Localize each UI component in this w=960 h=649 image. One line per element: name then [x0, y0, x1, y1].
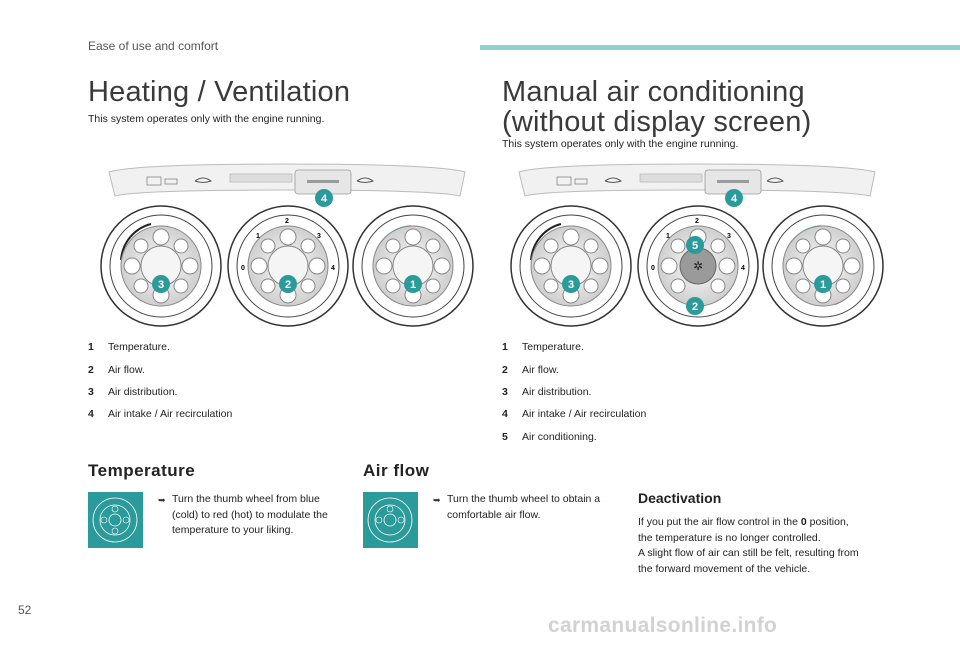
airflow-scale-1: 1	[256, 233, 260, 240]
airflow-scale-1: 1	[666, 233, 670, 240]
callout-2: 2	[285, 279, 291, 291]
ac-panel-diagram: 4 3 ✲ 5 2 0 1 2 3 4	[510, 163, 884, 327]
distribution-knob	[100, 205, 222, 327]
bullet-arrow-icon: ➥	[433, 495, 441, 505]
airflow-knob	[227, 205, 349, 327]
airflow-scale-2: 2	[695, 218, 699, 225]
watermark: carmanualsonline.info	[548, 614, 778, 637]
airflow-scale-0: 0	[651, 265, 655, 272]
temperature-heading: Temperature	[88, 461, 196, 480]
vent-strip	[518, 163, 876, 197]
section-header: Ease of use and comfort	[88, 39, 219, 53]
airflow-instruction: Turn the thumb wheel to obtain a comfort…	[447, 493, 601, 521]
temperature-thumbnail	[88, 492, 143, 548]
snowflake-icon: ✲	[693, 259, 703, 273]
heating-panel-diagram: 4 3 2 0 1 2 3 4	[100, 163, 474, 327]
callout-5: 5	[692, 240, 698, 252]
airflow-scale-3: 3	[727, 233, 731, 240]
airflow-dial-icon	[367, 497, 413, 543]
deactivation-heading: Deactivation	[638, 490, 722, 506]
airflow-ac-knob: ✲	[637, 205, 759, 327]
bullet-arrow-icon: ➥	[158, 495, 166, 505]
callout-4: 4	[321, 193, 328, 205]
callout-3: 3	[568, 279, 574, 291]
callout-4: 4	[731, 193, 738, 205]
airflow-scale-0: 0	[241, 265, 245, 272]
airflow-scale-3: 3	[317, 233, 321, 240]
temperature-dial-icon	[92, 497, 138, 543]
temperature-knob	[352, 205, 474, 327]
airflow-thumbnail	[363, 492, 418, 548]
vent-strip	[108, 163, 466, 197]
deactivation-text: If you put the air flow control in the 0…	[638, 516, 859, 575]
temperature-instruction: Turn the thumb wheel from blue (cold) to…	[172, 493, 328, 536]
ac-title-line2: (without display screen)	[502, 106, 812, 138]
ac-title-line1: Manual air conditioning	[502, 76, 805, 108]
heating-intro: This system operates only with the engin…	[88, 113, 325, 125]
airflow-scale-2: 2	[285, 218, 289, 225]
heating-title: Heating / Ventilation	[88, 76, 351, 108]
ac-intro: This system operates only with the engin…	[502, 138, 739, 150]
airflow-heading: Air flow	[363, 461, 430, 480]
airflow-scale-4: 4	[741, 265, 745, 272]
callout-1: 1	[820, 279, 826, 291]
callout-2: 2	[692, 301, 698, 313]
callout-1: 1	[410, 279, 416, 291]
temperature-knob	[762, 205, 884, 327]
distribution-knob	[510, 205, 632, 327]
airflow-scale-4: 4	[331, 265, 335, 272]
callout-3: 3	[158, 279, 164, 291]
header-accent-bar	[480, 45, 960, 50]
page-number: 52	[18, 603, 32, 617]
